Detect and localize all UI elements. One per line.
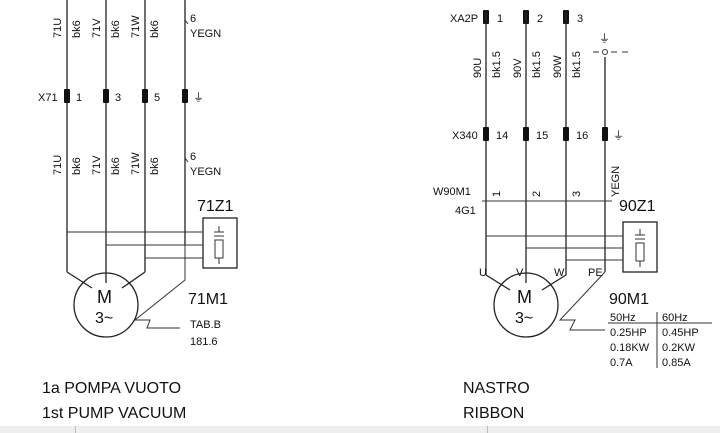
wire-label: 90W xyxy=(552,55,564,78)
pe-leader xyxy=(184,157,189,163)
terminal-marker xyxy=(182,89,188,103)
spec-cell: 0.7A xyxy=(610,357,633,369)
motor-label: 90M1 xyxy=(609,291,649,308)
wire-label: bk1.5 xyxy=(531,51,543,78)
motor-letter: M xyxy=(517,287,532,307)
phase-label: W xyxy=(554,267,565,279)
connector-pin: 2 xyxy=(537,13,543,25)
wire-label: 90U xyxy=(472,58,484,78)
terminal-marker xyxy=(523,127,529,141)
spec-cell: 0.18KW xyxy=(610,342,650,354)
wire-label: bk1.5 xyxy=(491,51,503,78)
tab-label: TAB.B xyxy=(190,319,221,331)
page-bottom-divider xyxy=(487,426,488,433)
wire-label: 90V xyxy=(512,58,524,78)
spec-cell: 0.2KW xyxy=(662,342,696,354)
wire-label: 71V xyxy=(91,155,103,175)
pe-leader xyxy=(184,19,189,25)
spec-cell: 0.45HP xyxy=(662,327,699,339)
relay-box xyxy=(622,221,658,273)
spec-cell: 0.85A xyxy=(662,357,691,369)
terminal-marker xyxy=(64,89,70,103)
cable-core: 3 xyxy=(571,191,583,197)
cable-sub-label: 4G1 xyxy=(455,205,476,217)
motor-phase: 3~ xyxy=(515,310,533,327)
terminal-block-label: X71 xyxy=(38,92,58,104)
wire-label: bk6 xyxy=(149,20,161,38)
terminal-number: 16 xyxy=(576,130,588,142)
right-circuit: XA2P 1 2 3 ⏚ 90U bk1.5 90V bk1.5 90W bk1… xyxy=(433,10,712,422)
motor-lead xyxy=(485,274,511,291)
caption-italian: NASTRO xyxy=(463,380,530,397)
terminal-block-label: X340 xyxy=(452,130,478,142)
spec-cell: 0.25HP xyxy=(610,327,647,339)
motor-lead xyxy=(121,271,146,289)
phase-label: PE xyxy=(588,267,603,279)
caption-english: RIBBON xyxy=(463,405,524,422)
wire-label: 71U xyxy=(52,155,64,175)
motor-lead xyxy=(541,274,567,291)
wire-label: bk6 xyxy=(110,20,122,38)
spec-header: 50Hz xyxy=(610,312,636,324)
cable-label: W90M1 xyxy=(433,186,471,198)
terminal-number: 3 xyxy=(115,92,121,104)
page-bottom-divider xyxy=(75,426,76,433)
motor-pe-lead xyxy=(133,245,186,329)
connector-pin: 3 xyxy=(577,13,583,25)
terminal-number: 5 xyxy=(154,92,160,104)
cable-core: 1 xyxy=(491,191,503,197)
wire-label: 71W xyxy=(130,15,142,38)
wire-label: bk6 xyxy=(110,157,122,175)
motor-icon xyxy=(493,272,559,338)
terminal-marker xyxy=(103,89,109,103)
capacitor-icon xyxy=(635,242,645,262)
motor-letter: M xyxy=(97,287,112,307)
motor-lead xyxy=(66,271,93,289)
motor-phase: 3~ xyxy=(95,310,113,327)
terminal-marker xyxy=(142,89,148,103)
terminal-marker xyxy=(602,127,608,141)
caption-italian: 1a POMPA VUOTO xyxy=(42,380,181,397)
wire-label: bk6 xyxy=(149,157,161,175)
terminal-marker xyxy=(483,127,489,141)
wire-label: bk6 xyxy=(71,20,83,38)
capacitor-icon xyxy=(214,239,224,259)
motor-icon xyxy=(73,272,139,338)
motor-pe-lead xyxy=(558,271,606,331)
connector-pin: 1 xyxy=(497,13,503,25)
wire-label: 71U xyxy=(52,18,64,38)
pe-number: 6 xyxy=(190,13,196,25)
ground-icon: ⏚ xyxy=(599,32,610,45)
wire-label: bk1.5 xyxy=(571,51,583,78)
wire-label: bk6 xyxy=(71,157,83,175)
terminal-number: 1 xyxy=(76,92,82,104)
relay-label: 90Z1 xyxy=(619,198,656,215)
relay-box xyxy=(202,217,238,269)
cable-core: 2 xyxy=(531,191,543,197)
phase-label: U xyxy=(479,267,487,279)
caption-english: 1st PUMP VACUUM xyxy=(42,405,186,422)
left-circuit: 71U bk6 71V bk6 71W bk6 6 YEGN X71 1 3 5… xyxy=(38,0,238,422)
ground-icon: ⏚ xyxy=(193,91,204,104)
wire-label: 71W xyxy=(130,152,142,175)
motor-label: 71M1 xyxy=(188,291,228,308)
pe-color: YEGN xyxy=(190,166,221,178)
relay-label: 71Z1 xyxy=(197,198,234,215)
tab-value: 181.6 xyxy=(190,336,218,348)
pe-number: 6 xyxy=(190,151,196,163)
ground-icon: ⏚ xyxy=(613,129,624,142)
wire-label: 71V xyxy=(91,18,103,38)
page-bottom-strip xyxy=(0,426,720,433)
connector-label: XA2P xyxy=(450,13,478,25)
spec-header: 60Hz xyxy=(662,312,688,324)
terminal-marker xyxy=(563,127,569,141)
pe-color: YEGN xyxy=(190,28,221,40)
pe-node xyxy=(602,49,608,55)
spec-table: 50Hz 60Hz 0.25HP 0.45HP 0.18KW 0.2KW 0.7… xyxy=(608,312,712,369)
terminal-number: 15 xyxy=(536,130,548,142)
terminal-number: 14 xyxy=(496,130,508,142)
cable-pe-color: YEGN xyxy=(610,166,622,197)
